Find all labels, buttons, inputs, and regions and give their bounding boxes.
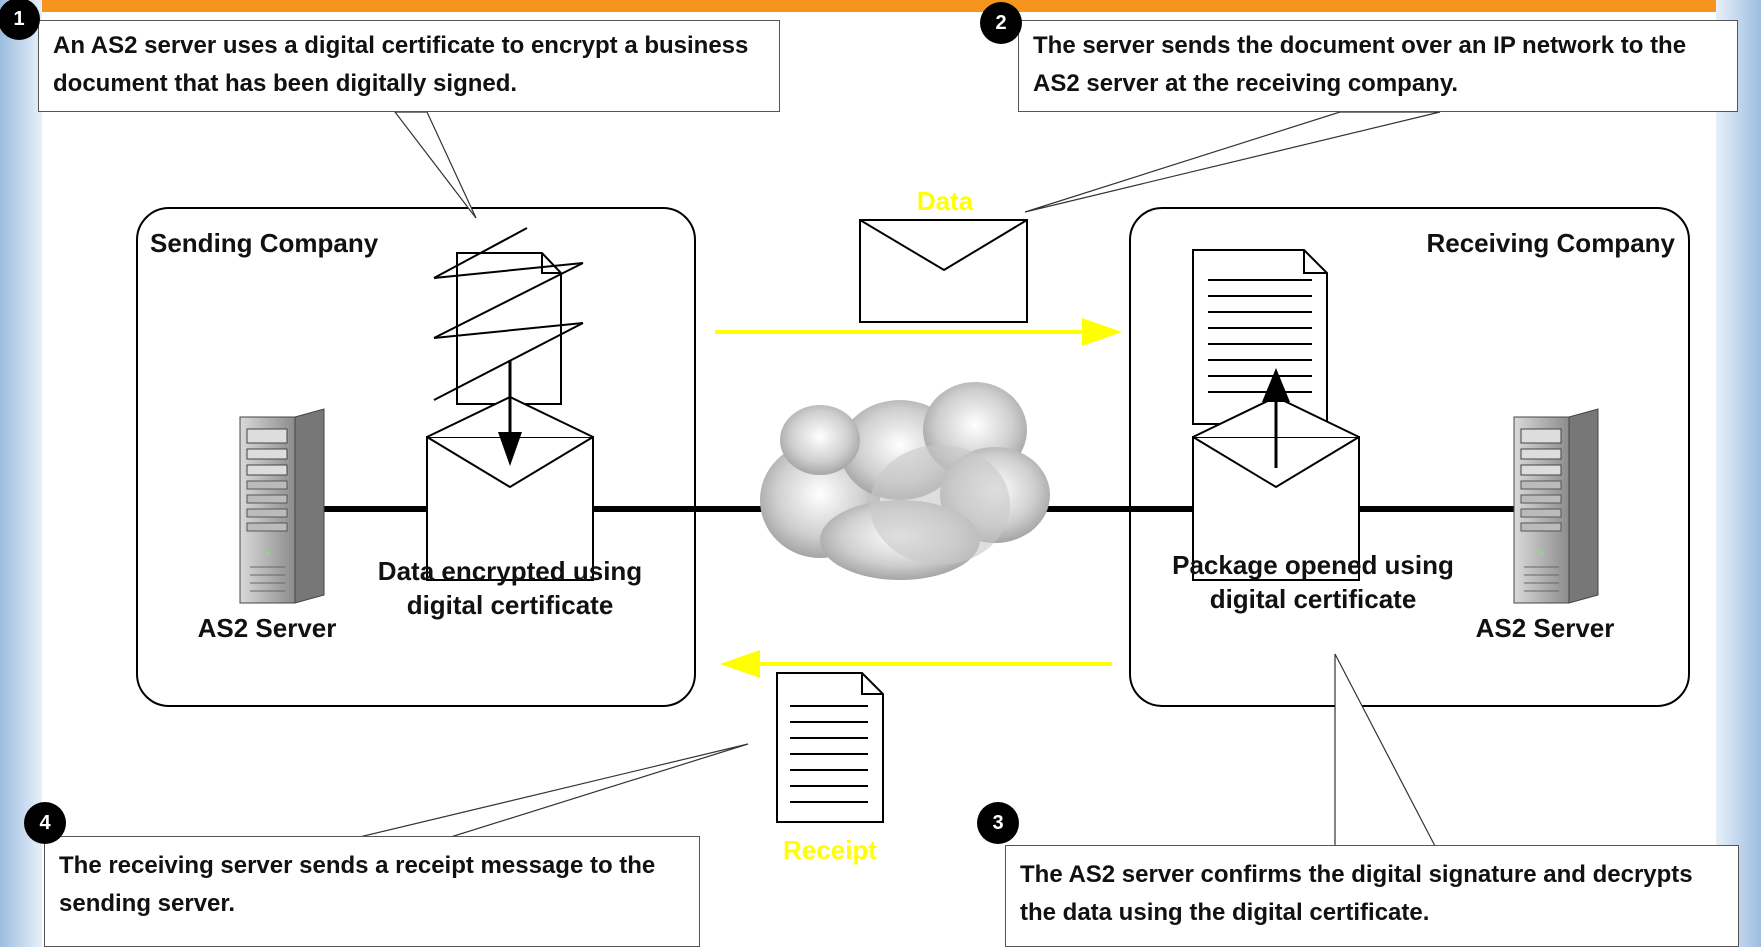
step-2-text: The server sends the document over an IP… bbox=[1033, 32, 1687, 97]
sending-server-label: AS2 Server bbox=[197, 613, 337, 643]
step-4-badge: 4 bbox=[24, 802, 66, 844]
document-icon bbox=[776, 672, 884, 823]
sending-envelope-label: Data encrypted using digital certificate bbox=[377, 556, 643, 620]
envelope-icon bbox=[859, 219, 1028, 323]
receiving-envelope-label: Package opened using digital certificate bbox=[1172, 550, 1454, 614]
step-2-callout: The server sends the document over an IP… bbox=[1018, 20, 1738, 112]
arrow-head bbox=[498, 432, 522, 466]
sending-company-title: Sending Company bbox=[150, 228, 379, 258]
cloud-icon bbox=[760, 382, 1050, 580]
top-banner bbox=[42, 0, 1716, 12]
step-4-text: The receiving server sends a receipt mes… bbox=[59, 852, 656, 917]
server-icon bbox=[239, 408, 325, 604]
data-flow-label: Data bbox=[916, 186, 974, 216]
callout-2-pointer bbox=[1024, 111, 1441, 213]
callout-1-pointer bbox=[393, 111, 477, 219]
arrow-head bbox=[1262, 368, 1290, 402]
server-icon bbox=[1513, 408, 1599, 604]
document-icon bbox=[1192, 249, 1328, 425]
right-background-tint bbox=[1716, 0, 1761, 947]
step-3-text: The AS2 server confirms the digital sign… bbox=[1020, 861, 1693, 926]
receipt-flow-label: Receipt bbox=[783, 835, 877, 865]
step-3-badge: 3 bbox=[977, 802, 1019, 844]
step-1-callout: An AS2 server uses a digital certificate… bbox=[38, 20, 780, 112]
receiving-company-title: Receiving Company bbox=[1426, 228, 1675, 258]
receipt-flow-arrow bbox=[720, 650, 1112, 678]
step-1-text: An AS2 server uses a digital certificate… bbox=[53, 32, 749, 97]
callout-4-pointer bbox=[321, 743, 749, 847]
step-4-callout: The receiving server sends a receipt mes… bbox=[44, 836, 700, 947]
step-1-badge: 1 bbox=[0, 0, 40, 40]
step-3-callout: The AS2 server confirms the digital sign… bbox=[1005, 845, 1739, 947]
left-background-tint bbox=[0, 0, 42, 947]
step-2-badge: 2 bbox=[980, 2, 1022, 44]
data-flow-arrow bbox=[715, 318, 1122, 346]
receiving-server-label: AS2 Server bbox=[1475, 613, 1615, 643]
encrypted-document-icon bbox=[433, 227, 584, 405]
